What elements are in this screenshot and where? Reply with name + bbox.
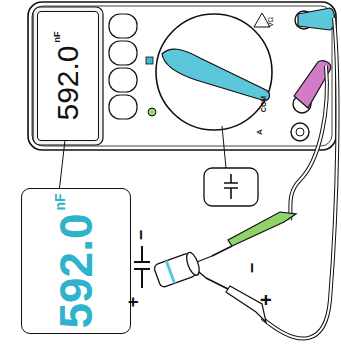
probe-tip xyxy=(212,246,232,256)
lcd-display: 592.0 nF xyxy=(37,11,99,141)
jack-marking: VΩ xyxy=(267,17,274,27)
cable xyxy=(262,18,337,339)
reading-unit: nF xyxy=(53,31,62,42)
rotated-readout: 592.0 nF xyxy=(53,193,99,328)
capacitor-symbol xyxy=(224,174,238,199)
reading-value: 592.0 xyxy=(53,213,99,328)
jack xyxy=(291,123,309,141)
rotary-dial xyxy=(156,14,272,130)
capacitor-lead xyxy=(197,256,212,278)
indicator-led xyxy=(148,108,156,116)
leader-line xyxy=(222,126,226,168)
jack-marking: A xyxy=(256,129,264,135)
function-callout xyxy=(204,168,258,206)
meter-housing xyxy=(28,2,336,150)
probe-polarity: + xyxy=(256,294,276,306)
display-callout: 592.0 nF xyxy=(21,188,131,334)
polarity-sign: − xyxy=(132,230,150,241)
reading-unit: nF xyxy=(53,193,67,210)
dial-position-mark xyxy=(146,57,153,64)
capacitor-symbol xyxy=(134,246,150,288)
display-bezel xyxy=(33,7,103,145)
jack-marking: COM xyxy=(260,96,267,112)
rotated-readout: 592.0 nF xyxy=(53,31,83,120)
reading-value: 592.0 xyxy=(53,45,83,120)
probe xyxy=(228,212,296,246)
polarity-sign: + xyxy=(124,297,142,308)
leader-line xyxy=(60,141,65,188)
capacitor-component xyxy=(153,251,202,288)
cable xyxy=(290,66,327,220)
housing-inner-edge xyxy=(32,6,332,146)
dial-pointer xyxy=(162,49,269,100)
buttons xyxy=(109,14,137,119)
plug xyxy=(298,8,335,30)
probe-tip xyxy=(206,278,228,289)
jack-hole xyxy=(296,128,304,136)
probe-polarity: − xyxy=(243,263,261,274)
